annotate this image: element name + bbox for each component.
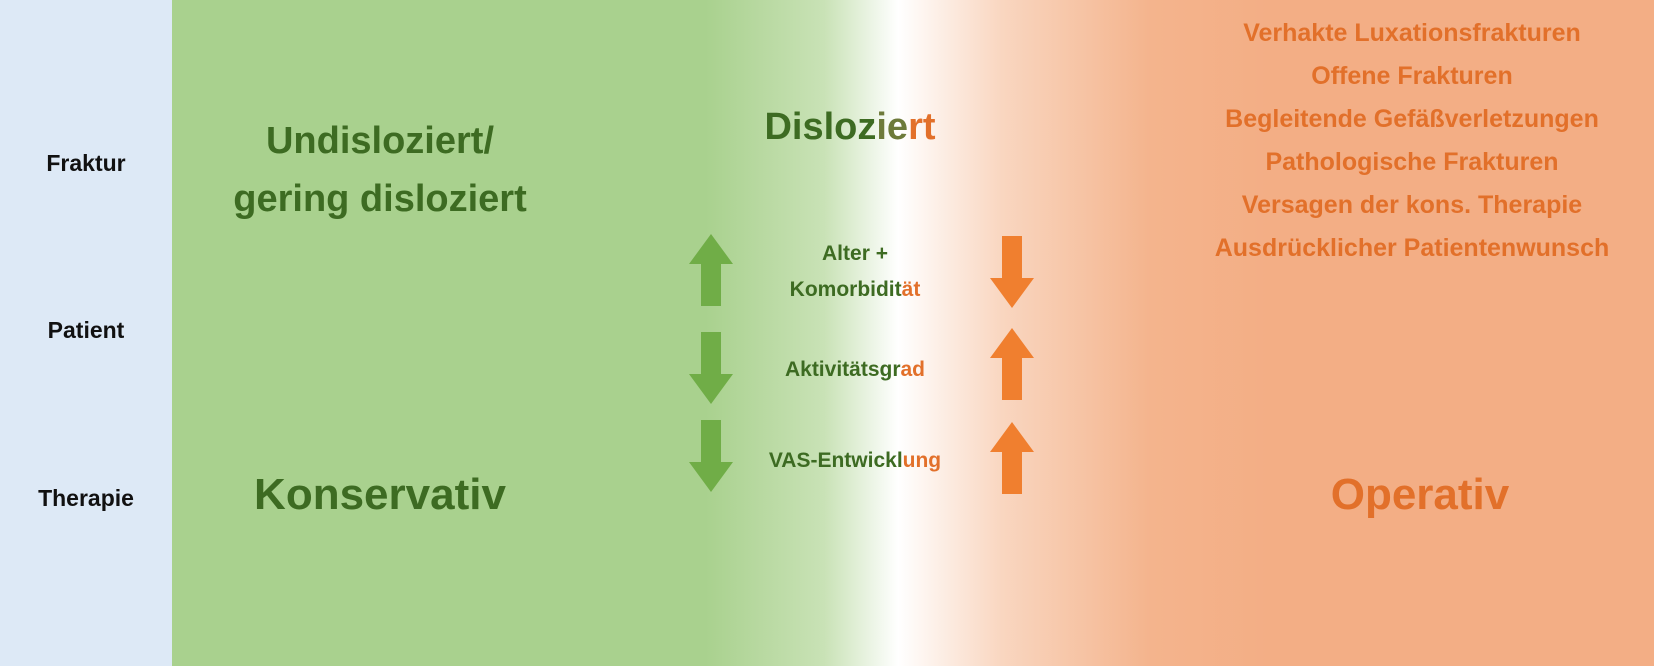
therapie-konservativ: Konservativ — [254, 470, 506, 519]
arrow-down-orange-alter — [990, 236, 1034, 308]
disloziert-part-mid: ie — [876, 106, 909, 148]
therapie-operativ: Operativ — [1330, 470, 1510, 519]
row-label-patient: Patient — [47, 317, 125, 343]
undisloziert-label: Undisloziert/ gering disloziert — [200, 112, 560, 228]
criterion-item: Versagen der kons. Therapie — [1241, 191, 1583, 219]
arrow-up-green-alter — [689, 234, 733, 306]
arrow-down-shape — [689, 420, 733, 492]
criterion-item: Begleitende Gefäßverletzungen — [1225, 105, 1599, 133]
factor-aktivitaet-orange-part: ad — [900, 358, 926, 381]
arrow-down-shape — [990, 236, 1034, 308]
arrow-up-orange-aktivitaet — [990, 328, 1034, 400]
arrow-down-green-aktivitaet — [689, 332, 733, 404]
arrow-up-shape — [990, 328, 1034, 400]
row-label-sidebar — [0, 0, 172, 666]
undisloziert-line2: gering disloziert — [233, 178, 527, 220]
factor-vas-entwicklung: VAS-Entwicklung — [740, 449, 970, 473]
arrow-up-shape — [990, 422, 1034, 494]
factor-alter-komorbiditaet: Alter + Komorbidität — [740, 236, 970, 308]
factor-aktivitaet-green-part: Aktivitätsgr — [784, 358, 901, 381]
arrow-up-shape — [689, 234, 733, 306]
factor-vas-orange-part: ung — [902, 449, 942, 472]
arrow-up-orange-vas — [990, 422, 1034, 494]
factor-alter-green-part: Komorbidit — [789, 278, 902, 301]
factor-vas-green-part: VAS-Entwickl — [768, 449, 903, 472]
gradient-panel — [172, 0, 1654, 666]
arrow-down-green-vas — [689, 420, 733, 492]
row-label-therapie: Therapie — [38, 485, 134, 511]
criterion-item: Ausdrücklicher Patientenwunsch — [1214, 234, 1610, 262]
row-label-fraktur: Fraktur — [46, 150, 126, 176]
criterion-item: Verhakte Luxationsfrakturen — [1243, 19, 1581, 47]
factor-alter-orange-part: ät — [901, 278, 921, 301]
criterion-item: Pathologische Frakturen — [1265, 148, 1559, 176]
factor-aktivitaetsgrad: Aktivitätsgrad — [740, 358, 970, 382]
criterion-item: Offene Frakturen — [1311, 62, 1513, 90]
disloziert-part-green: Disloz — [764, 106, 877, 148]
disloziert-part-orange: rt — [908, 106, 936, 148]
factor-alter-line2: Komorbidität — [740, 272, 970, 308]
disloziert-label: Disloziert — [740, 106, 960, 149]
undisloziert-line1: Undisloziert/ — [265, 120, 495, 162]
arrow-down-shape — [689, 332, 733, 404]
factor-alter-line1: Alter + — [822, 242, 888, 265]
operative-criteria-list: Verhakte Luxationsfrakturen Offene Frakt… — [1170, 12, 1654, 270]
